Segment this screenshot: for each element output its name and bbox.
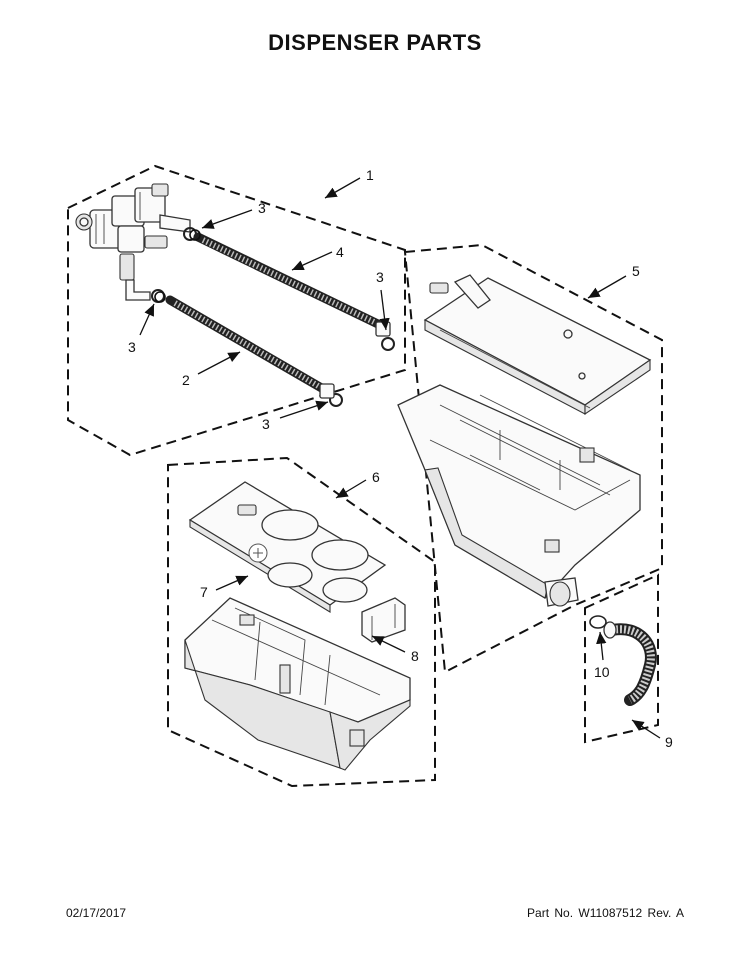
callout-3-left: 3	[128, 339, 136, 355]
page-title: DISPENSER PARTS	[268, 30, 482, 55]
callout-3-top: 3	[258, 200, 266, 216]
water-valve-assembly	[75, 183, 191, 301]
callout-2: 2	[182, 372, 190, 388]
callout-3-bottom: 3	[262, 416, 270, 432]
callout-8: 8	[411, 648, 419, 664]
dispenser-drawer-housing	[184, 597, 411, 771]
dispenser-bracket	[361, 597, 406, 643]
callout-7: 7	[200, 584, 208, 600]
footer-date: 02/17/2017	[66, 906, 127, 920]
callout-5: 5	[632, 263, 640, 279]
callout-9: 9	[665, 734, 673, 750]
dispenser-housing	[397, 274, 652, 607]
footer-part-number: Part No. W11087512 Rev. A	[527, 906, 684, 920]
callout-1: 1	[366, 167, 374, 183]
callout-10: 10	[594, 664, 610, 680]
use-only-detergent-logo	[248, 543, 268, 563]
inlet-hose-4	[183, 227, 395, 351]
group-6-boundary	[167, 456, 436, 788]
callout-4: 4	[336, 244, 344, 260]
hose-clamps	[154, 229, 201, 303]
group-1-boundary	[67, 164, 406, 457]
hose-clamp	[589, 615, 607, 629]
inlet-hose-2	[151, 289, 343, 407]
callout-6: 6	[372, 469, 380, 485]
group-9-boundary	[584, 573, 659, 744]
leader-lines	[139, 177, 661, 739]
dispenser-drawer-tray	[188, 481, 387, 613]
callout-3-right: 3	[376, 269, 384, 285]
drain-hose	[603, 621, 657, 706]
